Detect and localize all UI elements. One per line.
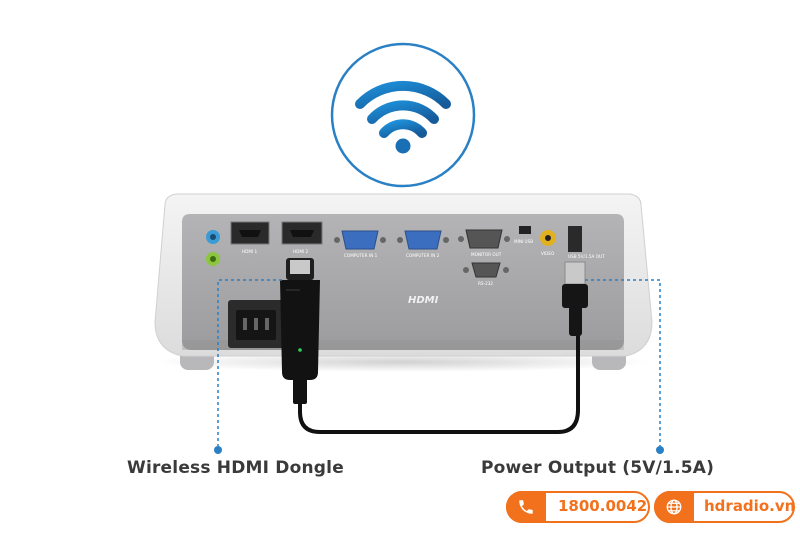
wifi-badge bbox=[330, 42, 476, 188]
wifi-icon bbox=[355, 80, 451, 138]
projector-ports bbox=[206, 221, 582, 278]
callout-lines bbox=[217, 279, 661, 446]
website-url: hdradio.vn bbox=[704, 497, 796, 515]
dongle-callout-dot bbox=[214, 446, 222, 454]
hdmi1-label: HDMI 1 bbox=[242, 249, 258, 254]
phone-number: 1800.0042 bbox=[558, 497, 648, 515]
computer-in-1-label: COMPUTER IN 1 bbox=[344, 253, 378, 258]
hdmi2-label: HDMI 2 bbox=[293, 249, 309, 254]
mini-usb-label: MINI USB bbox=[514, 239, 533, 244]
port-labels: HDMI 1 HDMI 2 COMPUTER IN 1 COMPUTER IN … bbox=[242, 239, 605, 306]
hdmi-logo: HDMI bbox=[408, 295, 439, 306]
power-callout-dot bbox=[656, 446, 664, 454]
rs232-label: RS-232 bbox=[478, 281, 493, 286]
usb-label: USB 5V/1.5A OUT bbox=[568, 254, 605, 259]
monitor-out-label: MONITOR OUT bbox=[471, 252, 502, 257]
computer-in-2-label: COMPUTER IN 2 bbox=[406, 253, 440, 258]
power-output-label: Power Output (5V/1.5A) bbox=[481, 458, 715, 478]
phone-contact-button[interactable]: 1800.0042 bbox=[506, 491, 650, 523]
website-link[interactable]: hdradio.vn bbox=[654, 491, 795, 523]
usb-plug bbox=[562, 261, 588, 336]
wireless-hdmi-dongle-label: Wireless HDMI Dongle bbox=[127, 458, 344, 478]
phone-icon bbox=[506, 491, 546, 523]
usb-cable bbox=[298, 334, 580, 434]
globe-icon bbox=[654, 491, 694, 523]
video-label: VIDEO bbox=[541, 251, 555, 256]
power-socket bbox=[228, 300, 284, 348]
wireless-dongle bbox=[280, 258, 320, 404]
